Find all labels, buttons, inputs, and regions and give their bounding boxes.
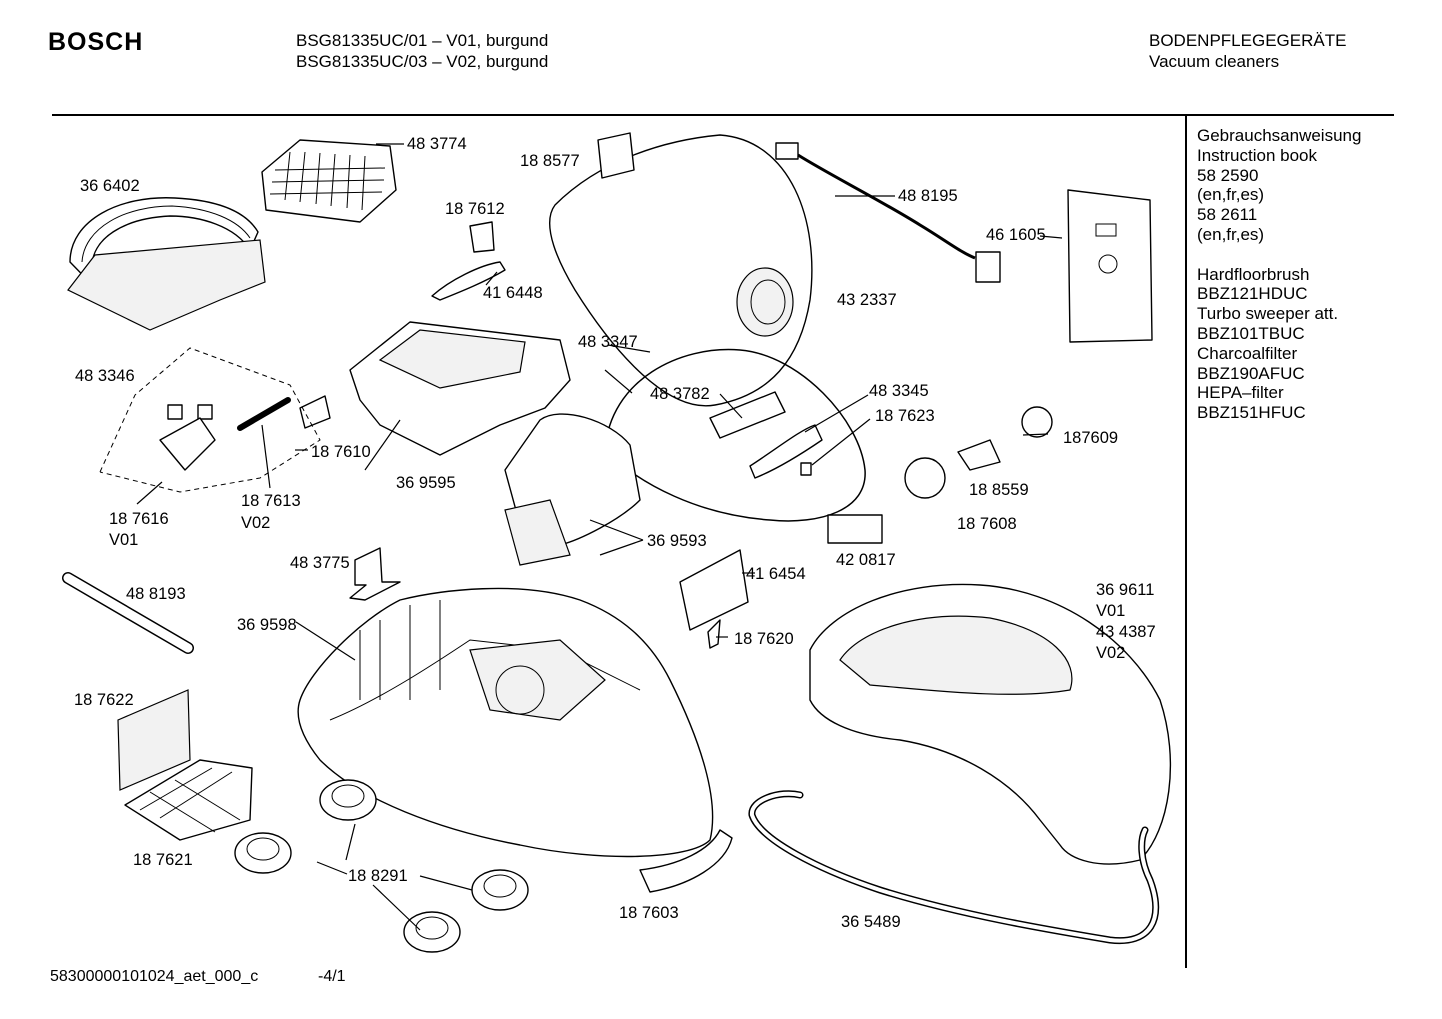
wheel-drawings xyxy=(234,779,529,953)
label-187612: 18 7612 xyxy=(445,200,505,218)
label-483346: 48 3346 xyxy=(75,367,135,385)
label-188559: 18 8559 xyxy=(969,481,1029,499)
label-369593: 36 9593 xyxy=(647,532,707,550)
label-188291: 18 8291 xyxy=(348,867,408,885)
bag-holder-drawing xyxy=(67,197,266,331)
side-spacer xyxy=(1197,245,1361,265)
bag-drawing xyxy=(1067,189,1153,343)
seal-drawing xyxy=(604,348,866,522)
label-488195: 48 8195 xyxy=(898,187,958,205)
label-483345: 48 3345 xyxy=(869,382,929,400)
label-187613-variant: V02 xyxy=(241,514,271,532)
label-187622: 18 7622 xyxy=(74,691,134,709)
side-divider xyxy=(1185,116,1187,968)
label-369598: 36 9598 xyxy=(237,616,297,634)
handle-drawing xyxy=(639,829,733,893)
side-line: 58 2611 xyxy=(1197,205,1258,225)
lid-drawing xyxy=(549,134,813,407)
cable-drawing xyxy=(775,142,1001,283)
base-drawing xyxy=(297,587,714,858)
side-line: (en,fr,es) xyxy=(1197,185,1265,205)
label-369611-variant: V01 xyxy=(1096,602,1126,620)
label-187620: 18 7620 xyxy=(734,630,794,648)
label-434387-variant: V02 xyxy=(1096,644,1126,662)
side-line: Turbo sweeper att. xyxy=(1197,304,1339,324)
leader-lines xyxy=(136,143,1063,931)
side-line: Charcoalfilter xyxy=(1197,343,1298,363)
label-483347: 48 3347 xyxy=(578,333,638,351)
cover-drawing xyxy=(504,413,641,566)
label-483782: 48 3782 xyxy=(650,385,710,403)
label-365489: 36 5489 xyxy=(841,913,901,931)
label-483775: 48 3775 xyxy=(290,554,350,572)
header-rule xyxy=(52,114,1394,116)
label-416448: 41 6448 xyxy=(483,284,543,302)
side-line: Hardfloorbrush xyxy=(1197,264,1310,284)
label-416454: 41 6454 xyxy=(746,565,806,583)
small-parts-drawing xyxy=(159,132,1053,649)
accessories-panel: Gebrauchsanweisung Instruction book 58 2… xyxy=(1197,126,1361,423)
label-366402: 36 6402 xyxy=(80,177,140,195)
side-line: Gebrauchsanweisung xyxy=(1197,126,1362,145)
label-187610: 18 7610 xyxy=(311,443,371,461)
bumper-drawing xyxy=(809,583,1172,865)
model-line-2: BSG81335UC/03 – V02, burgund xyxy=(296,52,549,71)
label-483774: 48 3774 xyxy=(407,135,467,153)
label-187623: 18 7623 xyxy=(875,407,935,425)
side-line: HEPA–filter xyxy=(1197,383,1284,403)
side-line: BBZ190AFUC xyxy=(1197,363,1305,383)
footer-doc-code: 58300000101024_aet_000_c xyxy=(50,968,259,985)
label-187613: 18 7613 xyxy=(241,492,301,510)
footer-page: -4/1 xyxy=(318,968,346,985)
label-434387: 43 4387 xyxy=(1096,623,1156,641)
side-line: BBZ151HFUC xyxy=(1197,403,1306,423)
label-187616: 18 7616 xyxy=(109,510,169,528)
side-line: 58 2590 xyxy=(1197,165,1259,185)
side-line: BBZ121HDUC xyxy=(1197,284,1308,304)
side-line: BBZ101TBUC xyxy=(1197,323,1305,343)
side-line: (en,fr,es) xyxy=(1197,224,1265,244)
label-187603: 18 7603 xyxy=(619,904,679,922)
label-432337: 43 2337 xyxy=(837,291,897,309)
side-line: Instruction book xyxy=(1197,145,1318,165)
label-369595: 36 9595 xyxy=(396,474,456,492)
category-de: BODENPFLEGEGERÄTE xyxy=(1149,31,1347,50)
housing-drawing xyxy=(349,321,571,456)
model-line-1: BSG81335UC/01 – V01, burgund xyxy=(296,31,549,50)
category-en: Vacuum cleaners xyxy=(1149,52,1280,71)
grille-drawing xyxy=(117,689,253,841)
label-187608: 18 7608 xyxy=(957,515,1017,533)
label-187616-variant: V01 xyxy=(109,531,139,549)
label-461605: 46 1605 xyxy=(986,226,1046,244)
label-187621: 18 7621 xyxy=(133,851,193,869)
label-488193: 48 8193 xyxy=(126,585,186,603)
brand-logo: BOSCH xyxy=(48,28,144,56)
label-187609: 187609 xyxy=(1063,429,1119,447)
label-188577: 18 8577 xyxy=(520,152,580,170)
label-420817: 42 0817 xyxy=(836,551,896,569)
filter-drawing xyxy=(261,139,397,223)
label-369611: 36 9611 xyxy=(1096,581,1155,599)
